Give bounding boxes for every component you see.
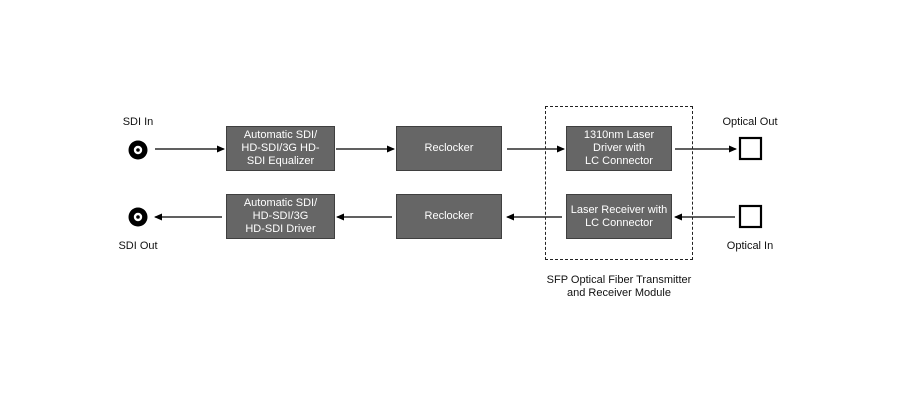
sdi-in-label: SDI In [122, 116, 154, 128]
optical-out-label: Optical Out [722, 116, 778, 128]
sfp-module-outline [545, 106, 693, 260]
equalizer-block: Automatic SDI/ HD-SDI/3G HD- SDI Equaliz… [226, 126, 335, 171]
sfp-module-caption: SFP Optical Fiber Transmitter and Receiv… [546, 274, 692, 299]
driver-block: Automatic SDI/ HD-SDI/3G HD-SDI Driver [226, 194, 335, 239]
laser-receiver-block-label: Laser Receiver with LC Connector [570, 203, 668, 229]
sdi-in-bnc-connector-icon [128, 140, 148, 160]
optical-in-label: Optical In [726, 240, 774, 252]
reclocker-top-block-label: Reclocker [424, 142, 474, 154]
sdi-out-label: SDI Out [118, 240, 158, 252]
laser-driver-block: 1310nm Laser Driver with LC Connector [566, 126, 672, 171]
laser-receiver-block: Laser Receiver with LC Connector [566, 194, 672, 239]
laser-driver-block-label: 1310nm Laser Driver with LC Connector [583, 129, 655, 167]
optical-in-port-icon [738, 204, 763, 229]
driver-block-label: Automatic SDI/ HD-SDI/3G HD-SDI Driver [243, 197, 318, 235]
reclocker-top-block: Reclocker [396, 126, 502, 171]
equalizer-block-label: Automatic SDI/ HD-SDI/3G HD- SDI Equaliz… [241, 129, 320, 167]
reclocker-bottom-block: Reclocker [396, 194, 502, 239]
optical-out-port-icon [738, 136, 763, 161]
sdi-out-bnc-connector-icon [128, 207, 148, 227]
reclocker-bottom-block-label: Reclocker [424, 210, 474, 222]
